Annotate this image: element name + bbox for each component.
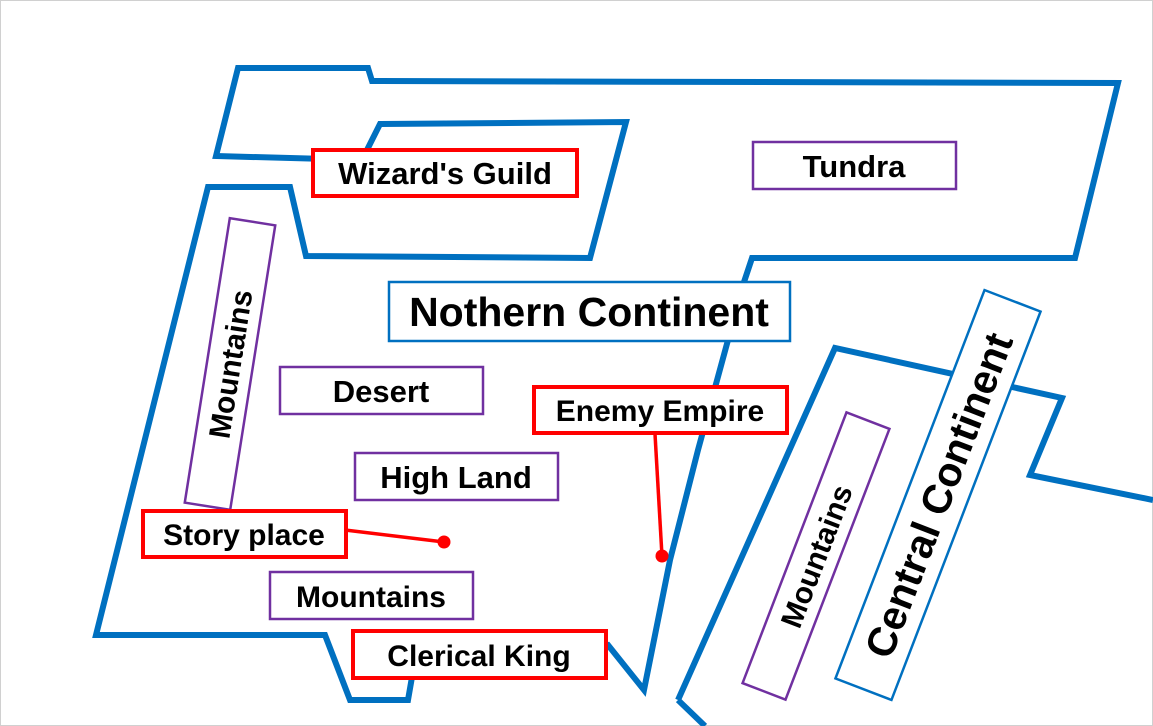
story-place-pointer-line <box>344 528 445 544</box>
story-place-marker <box>437 535 451 549</box>
northern-continent-title-label: Nothern Continent <box>409 289 769 335</box>
place-wizards-guild-label: Wizard's Guild <box>338 156 552 191</box>
region-mountains-west: Mountains <box>183 216 277 512</box>
place-story-place-label: Story place <box>163 519 325 552</box>
central-continent-coast <box>675 344 1153 702</box>
region-desert: Desert <box>278 365 485 416</box>
place-wizards-guild: Wizard's Guild <box>311 148 579 198</box>
region-tundra: Tundra <box>751 140 958 191</box>
region-desert-label: Desert <box>333 374 430 409</box>
place-story-place: Story place <box>141 509 348 559</box>
place-clerical-king: Clerical King <box>351 629 608 680</box>
place-enemy-empire-label: Enemy Empire <box>556 395 764 428</box>
central-continent-title: Central Continent <box>833 288 1043 702</box>
region-tundra-label: Tundra <box>803 149 907 184</box>
region-high-land-label: High Land <box>380 460 532 495</box>
place-clerical-king-label: Clerical King <box>387 640 570 673</box>
region-mountains-south: Mountains <box>268 570 475 621</box>
central-continent-coast-south <box>675 697 708 726</box>
central-continent-title-label: Central Continent <box>856 326 1022 664</box>
region-high-land: High Land <box>353 451 560 502</box>
region-mountains-south-label: Mountains <box>296 581 446 614</box>
place-enemy-empire: Enemy Empire <box>532 385 789 435</box>
northern-continent-title: Nothern Continent <box>387 280 792 343</box>
enemy-empire-marker <box>655 549 669 563</box>
enemy-empire-pointer-line <box>653 433 664 557</box>
